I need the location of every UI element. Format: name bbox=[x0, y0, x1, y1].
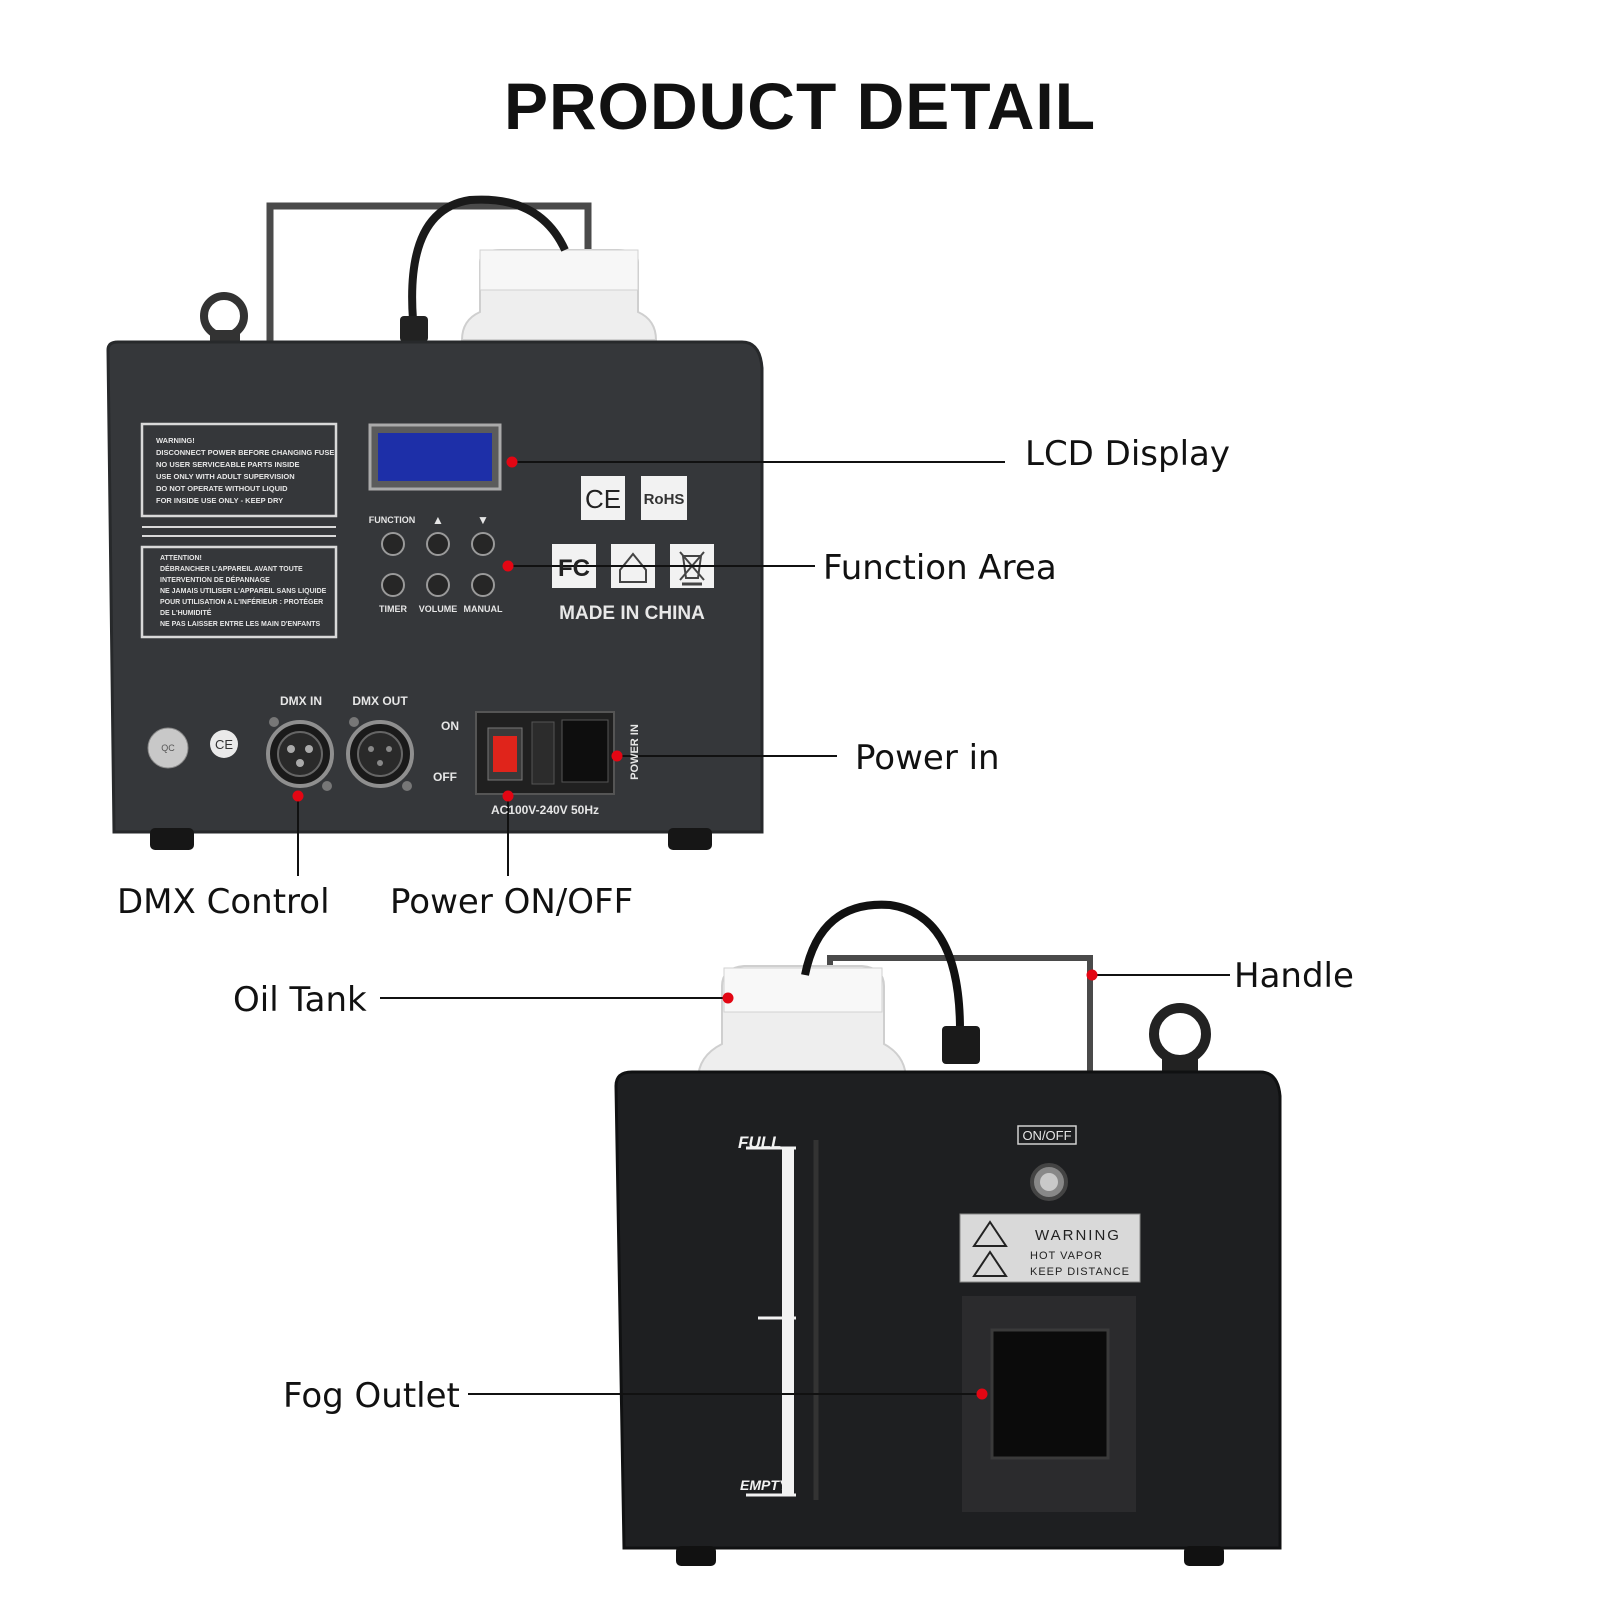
attention-line: NE JAMAIS UTILISER L'APPAREIL SANS LIQUI… bbox=[160, 588, 327, 595]
function-buttons bbox=[381, 532, 495, 597]
callout-function-area: Function Area bbox=[823, 548, 1057, 588]
callout-handle: Handle bbox=[1234, 956, 1354, 996]
fog-outlet-nozzle bbox=[990, 1328, 1110, 1460]
warning-triangle-icon bbox=[972, 1220, 1008, 1247]
callout-fog-outlet: Fog Outlet bbox=[283, 1376, 460, 1416]
liquid-level-gauge bbox=[746, 1140, 819, 1500]
warning-line: NO USER SERVICEABLE PARTS INSIDE bbox=[156, 460, 300, 469]
warning-line: DO NOT OPERATE WITHOUT LIQUID bbox=[156, 484, 288, 493]
iec-inlet bbox=[561, 719, 609, 783]
rohs-mark: RoHS bbox=[644, 491, 685, 508]
manual-button-label: MANUAL bbox=[464, 604, 503, 614]
front-panel-housing bbox=[614, 1070, 1282, 1550]
attention-line: NE PAS LAISSER ENTRE LES MAIN D'ENFANTS bbox=[160, 621, 321, 628]
ce-mark: CE bbox=[585, 484, 621, 514]
warning-line: WARNING! bbox=[156, 436, 195, 445]
warning-label bbox=[140, 422, 338, 518]
attention-line: DÉBRANCHER L'APPAREIL AVANT TOUTE bbox=[160, 564, 303, 573]
power-in-vertical-label: POWER IN bbox=[629, 724, 641, 780]
lower-eye-bolt bbox=[1149, 1003, 1211, 1065]
function-button-label: FUNCTION bbox=[369, 515, 416, 525]
qc-sticker-text: QC bbox=[161, 743, 175, 753]
lcd-screen bbox=[378, 433, 492, 481]
down-arrow-icon: ▼ bbox=[477, 513, 489, 527]
callout-power-on-off: Power ON/OFF bbox=[390, 882, 634, 922]
callout-markers bbox=[292, 456, 1098, 1400]
dmx-in-connector bbox=[266, 717, 334, 791]
ce-circle-mark: CE bbox=[215, 737, 233, 752]
hot-vapor-triangle-icon bbox=[972, 1250, 1008, 1277]
warning-line: FOR INSIDE USE ONLY - KEEP DRY bbox=[156, 496, 283, 505]
dmx-in-label: DMX IN bbox=[280, 694, 322, 708]
volume-button-label: VOLUME bbox=[419, 604, 458, 614]
warning-plate bbox=[959, 1213, 1141, 1283]
warning-plate-line1: HOT VAPOR bbox=[1030, 1250, 1103, 1262]
attention-label bbox=[140, 545, 338, 639]
switch-on-label: ON bbox=[441, 719, 459, 733]
callout-lines bbox=[297, 461, 1230, 1395]
timer-button-label: TIMER bbox=[379, 604, 407, 614]
lower-oil-bottle bbox=[696, 965, 908, 1081]
attention-line: INTERVENTION DE DÉPANNAGE bbox=[160, 575, 270, 584]
on-off-label: ON/OFF bbox=[1022, 1128, 1071, 1143]
warning-text-block: WARNING! DISCONNECT POWER BEFORE CHANGIN… bbox=[156, 436, 334, 505]
callout-lcd-display: LCD Display bbox=[1025, 434, 1230, 474]
warning-plate-title: WARNING bbox=[1035, 1227, 1121, 1244]
attention-text-block: ATTENTION! DÉBRANCHER L'APPAREIL AVANT T… bbox=[160, 555, 327, 628]
warning-line: USE ONLY WITH ADULT SUPERVISION bbox=[156, 472, 295, 481]
attention-line: POUR UTILISATION A L'INFÉRIEUR : PROTÉGE… bbox=[160, 597, 323, 606]
warning-plate-line2: KEEP DISTANCE bbox=[1030, 1266, 1130, 1278]
up-arrow-icon: ▲ bbox=[432, 513, 444, 527]
upper-oil-bottle bbox=[460, 249, 658, 341]
made-in-china: MADE IN CHINA bbox=[559, 603, 705, 624]
page-title: PRODUCT DETAIL bbox=[503, 69, 1097, 143]
attention-line: ATTENTION! bbox=[160, 555, 202, 562]
warning-line: DISCONNECT POWER BEFORE CHANGING FUSE bbox=[156, 448, 334, 457]
callout-power-in: Power in bbox=[855, 738, 1000, 778]
house-icon bbox=[619, 552, 647, 583]
dmx-out-label: DMX OUT bbox=[352, 694, 408, 708]
level-empty-label: EMPTY bbox=[740, 1477, 790, 1493]
voltage-label: AC100V-240V 50Hz bbox=[491, 803, 599, 817]
callout-oil-tank: Oil Tank bbox=[233, 980, 367, 1020]
fc-mark: FC bbox=[558, 555, 590, 582]
dmx-out-connector bbox=[346, 717, 414, 791]
switch-off-label: OFF bbox=[433, 770, 457, 784]
level-full-label: FULL bbox=[738, 1133, 781, 1152]
attention-line: DE L'HUMIDITÉ bbox=[160, 608, 212, 617]
callout-dmx-control: DMX Control bbox=[117, 882, 330, 922]
qc-sticker bbox=[147, 727, 189, 769]
